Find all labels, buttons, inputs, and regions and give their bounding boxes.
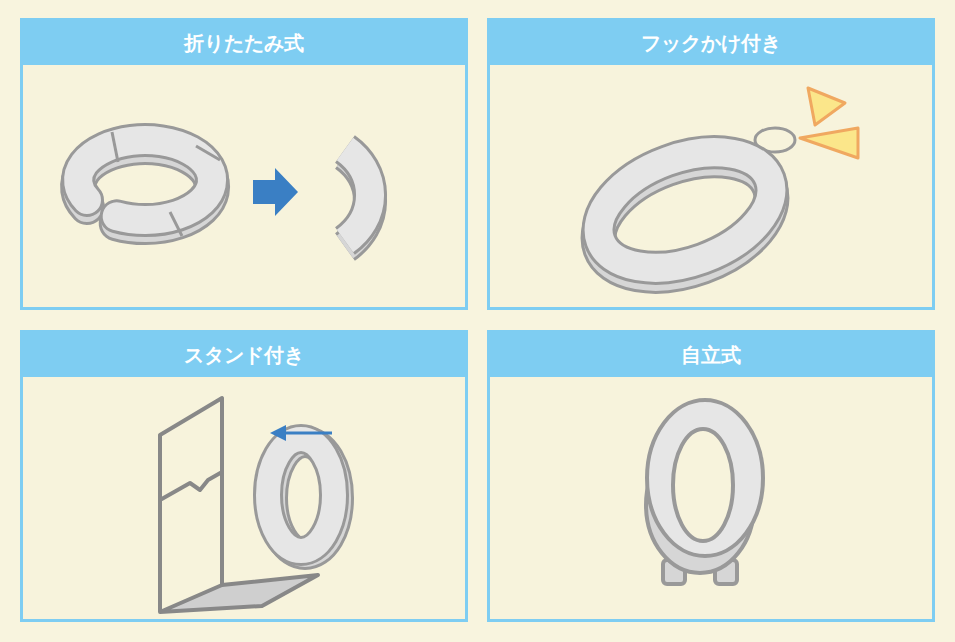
self-standing-seat bbox=[646, 400, 763, 584]
panel-box: スタンド付き bbox=[20, 330, 468, 622]
panel-heading: フックかけ付き bbox=[490, 21, 932, 65]
panel-box: 自立式 bbox=[487, 330, 935, 622]
panel-box: 折りたたみ式 bbox=[20, 18, 468, 310]
panel-heading: 折りたたみ式 bbox=[23, 21, 465, 65]
folding-seat bbox=[78, 132, 220, 236]
panel-heading: スタンド付き bbox=[23, 333, 465, 377]
move-arrow bbox=[270, 425, 332, 441]
panel-grounds bbox=[20, 18, 935, 622]
panel-heading: 自立式 bbox=[490, 333, 932, 377]
folded-seat bbox=[345, 149, 370, 247]
arrow bbox=[253, 168, 298, 216]
hook-sparkle bbox=[800, 88, 858, 158]
stand-seat bbox=[268, 439, 338, 554]
hook-seat bbox=[583, 128, 795, 298]
panel-box: フックかけ付き bbox=[487, 18, 935, 310]
